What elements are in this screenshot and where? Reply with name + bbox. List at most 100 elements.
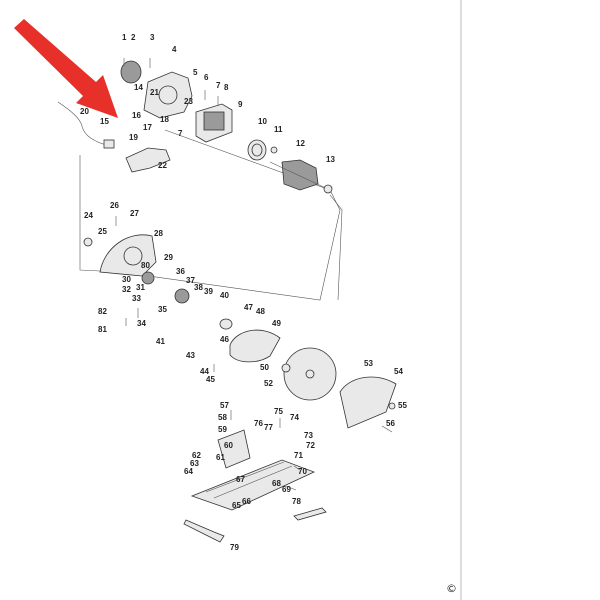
fasteners	[115, 58, 396, 491]
arrow-shape	[14, 19, 118, 118]
part-label-64: 64	[184, 467, 193, 476]
part-label-47: 47	[244, 303, 253, 312]
part-label-78: 78	[292, 497, 301, 506]
part-label-50: 50	[260, 363, 269, 372]
part-label-9: 9	[238, 100, 243, 109]
blade-arbor	[305, 369, 315, 379]
part-label-61: 61	[216, 453, 225, 462]
part-label-2: 2	[131, 33, 136, 42]
part-label-16: 16	[132, 111, 141, 120]
part-label-73: 73	[304, 431, 313, 440]
part-label-23: 23	[184, 97, 193, 106]
part-label-63: 63	[190, 459, 199, 468]
part-label-33: 33	[132, 294, 141, 303]
power-cord	[57, 101, 111, 147]
part-label-1: 1	[122, 33, 127, 42]
part-label-28: 28	[154, 229, 163, 238]
part-label-56: 56	[386, 419, 395, 428]
part-label-68: 68	[272, 479, 281, 488]
part-label-6: 6	[204, 73, 209, 82]
armature	[281, 159, 319, 191]
washer-55	[388, 402, 396, 410]
rip-fence	[293, 507, 327, 521]
part-label-70: 70	[298, 467, 307, 476]
screw-69	[285, 485, 297, 491]
part-label-46: 46	[220, 335, 229, 344]
part-label-19: 19	[129, 133, 138, 142]
part-label-44: 44	[200, 367, 209, 376]
wrench-79	[183, 519, 225, 543]
part-label-69: 69	[282, 485, 291, 494]
part-label-25: 25	[98, 227, 107, 236]
gear-31	[141, 271, 155, 285]
copyright-symbol: ©	[446, 582, 457, 595]
part-label-24: 24	[84, 211, 93, 220]
part-label-36: 36	[176, 267, 185, 276]
part-label-11: 11	[274, 125, 283, 134]
part-label-72: 72	[306, 441, 315, 450]
part-label-29: 29	[164, 253, 173, 262]
assembly-guide-line-2	[329, 194, 343, 301]
lower-blade-guard	[229, 329, 281, 363]
base-plate-rib	[205, 461, 293, 499]
switch-handle	[125, 147, 171, 173]
part-label-74: 74	[290, 413, 299, 422]
part-label-10: 10	[258, 117, 267, 126]
part-label-75: 75	[274, 407, 283, 416]
part-label-65: 65	[232, 501, 241, 510]
part-label-54: 54	[394, 367, 403, 376]
part-label-48: 48	[256, 307, 265, 316]
part-label-5: 5	[193, 68, 198, 77]
part-label-22: 22	[158, 161, 167, 170]
part-label-67: 67	[236, 475, 245, 484]
washer-11	[270, 146, 278, 154]
part-label-45: 45	[206, 375, 215, 384]
part-label-18: 18	[160, 115, 169, 124]
part-label-80: 80	[141, 261, 150, 270]
part-label-13: 13	[326, 155, 335, 164]
part-label-77: 77	[264, 423, 273, 432]
part-label-39: 39	[204, 287, 213, 296]
field-coil-winding	[203, 111, 225, 131]
guard-spring-ring	[219, 318, 233, 330]
part-label-7b: 7	[178, 129, 183, 138]
part-label-8: 8	[224, 83, 229, 92]
part-label-20: 20	[80, 107, 89, 116]
screw-56	[381, 425, 393, 433]
part-label-79: 79	[230, 543, 239, 552]
part-label-49: 49	[272, 319, 281, 328]
part-label-40: 40	[220, 291, 229, 300]
part-label-26: 26	[110, 201, 119, 210]
part-label-52: 52	[264, 379, 273, 388]
part-label-34: 34	[137, 319, 146, 328]
part-label-55: 55	[398, 401, 407, 410]
part-label-21: 21	[150, 88, 159, 97]
saw-blade	[283, 347, 337, 401]
part-label-82: 82	[98, 307, 107, 316]
part-label-59: 59	[218, 425, 227, 434]
part-label-60: 60	[224, 441, 233, 450]
part-label-37: 37	[186, 276, 195, 285]
part-label-66: 66	[242, 497, 251, 506]
part-label-62: 62	[192, 451, 201, 460]
part-label-27: 27	[130, 209, 139, 218]
part-label-41: 41	[156, 337, 165, 346]
part-label-7a: 7	[216, 81, 221, 90]
part-label-43: 43	[186, 351, 195, 360]
washer-52	[281, 363, 291, 373]
gear-37	[174, 288, 190, 304]
part-label-31: 31	[136, 283, 145, 292]
part-label-53: 53	[364, 359, 373, 368]
assembly-guide-line	[79, 129, 341, 301]
rear-blade-guard	[339, 376, 397, 429]
guard-hub	[123, 246, 143, 266]
depth-bracket	[217, 429, 251, 469]
part-label-12: 12	[296, 139, 305, 148]
knob-24	[83, 237, 93, 247]
housing-boss	[158, 85, 178, 105]
cord-plug	[103, 139, 115, 149]
part-label-71: 71	[294, 451, 303, 460]
armature-shaft	[269, 161, 331, 191]
armature-bearing	[323, 184, 333, 194]
red-pointer-arrow	[14, 19, 118, 118]
